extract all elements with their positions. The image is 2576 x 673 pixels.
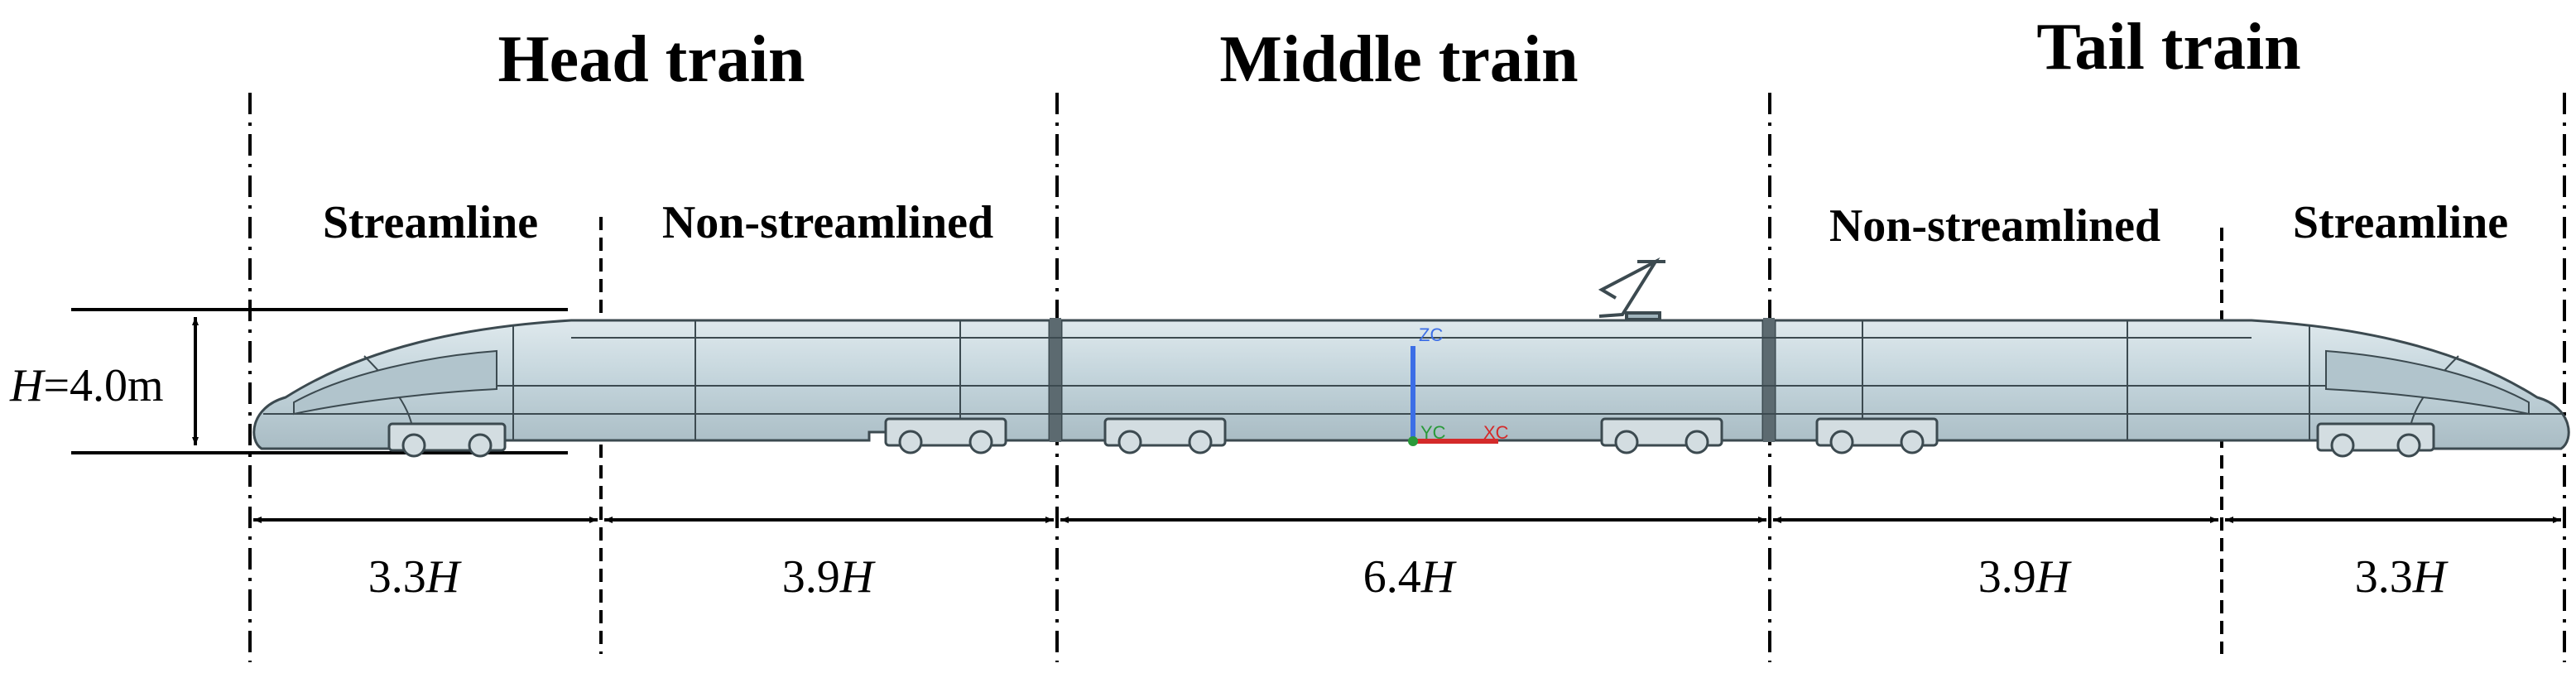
origin-point xyxy=(1408,436,1418,446)
tail-non-streamlined-label: Non-streamlined xyxy=(1829,200,2160,252)
middle-train-title: Middle train xyxy=(1219,23,1578,96)
head-non-streamlined-label: Non-streamlined xyxy=(662,197,993,248)
section-boundaries xyxy=(248,93,2566,662)
car-gap-2 xyxy=(1763,318,1775,442)
coordinate-axes: ZC YC XC xyxy=(1408,324,1509,446)
x-axis-label: XC xyxy=(1483,422,1509,443)
bogies xyxy=(387,417,2435,458)
tail-windshield xyxy=(2325,349,2530,416)
head-windshield xyxy=(293,349,497,416)
dim-label-4: 3.9H xyxy=(1978,551,2072,603)
tail-car xyxy=(1773,319,2570,450)
z-axis-label: ZC xyxy=(1419,324,1443,345)
head-train-title: Head train xyxy=(497,23,805,96)
tail-streamline-label: Streamline xyxy=(2293,197,2508,248)
dim-label-3: 6.4H xyxy=(1363,551,1457,603)
head-streamline-label: Streamline xyxy=(323,197,538,248)
car-gap-1 xyxy=(1050,318,1061,442)
dim-label-2: 3.9H xyxy=(782,551,876,603)
y-axis-label: YC xyxy=(1420,422,1446,443)
tail-train-title: Tail train xyxy=(2036,11,2300,84)
pantograph xyxy=(1598,257,1665,321)
train-body xyxy=(252,257,2570,458)
height-label: H=4.0m xyxy=(9,360,164,411)
dim-label-1: 3.3H xyxy=(368,551,462,603)
dim-label-5: 3.3H xyxy=(2355,551,2449,603)
